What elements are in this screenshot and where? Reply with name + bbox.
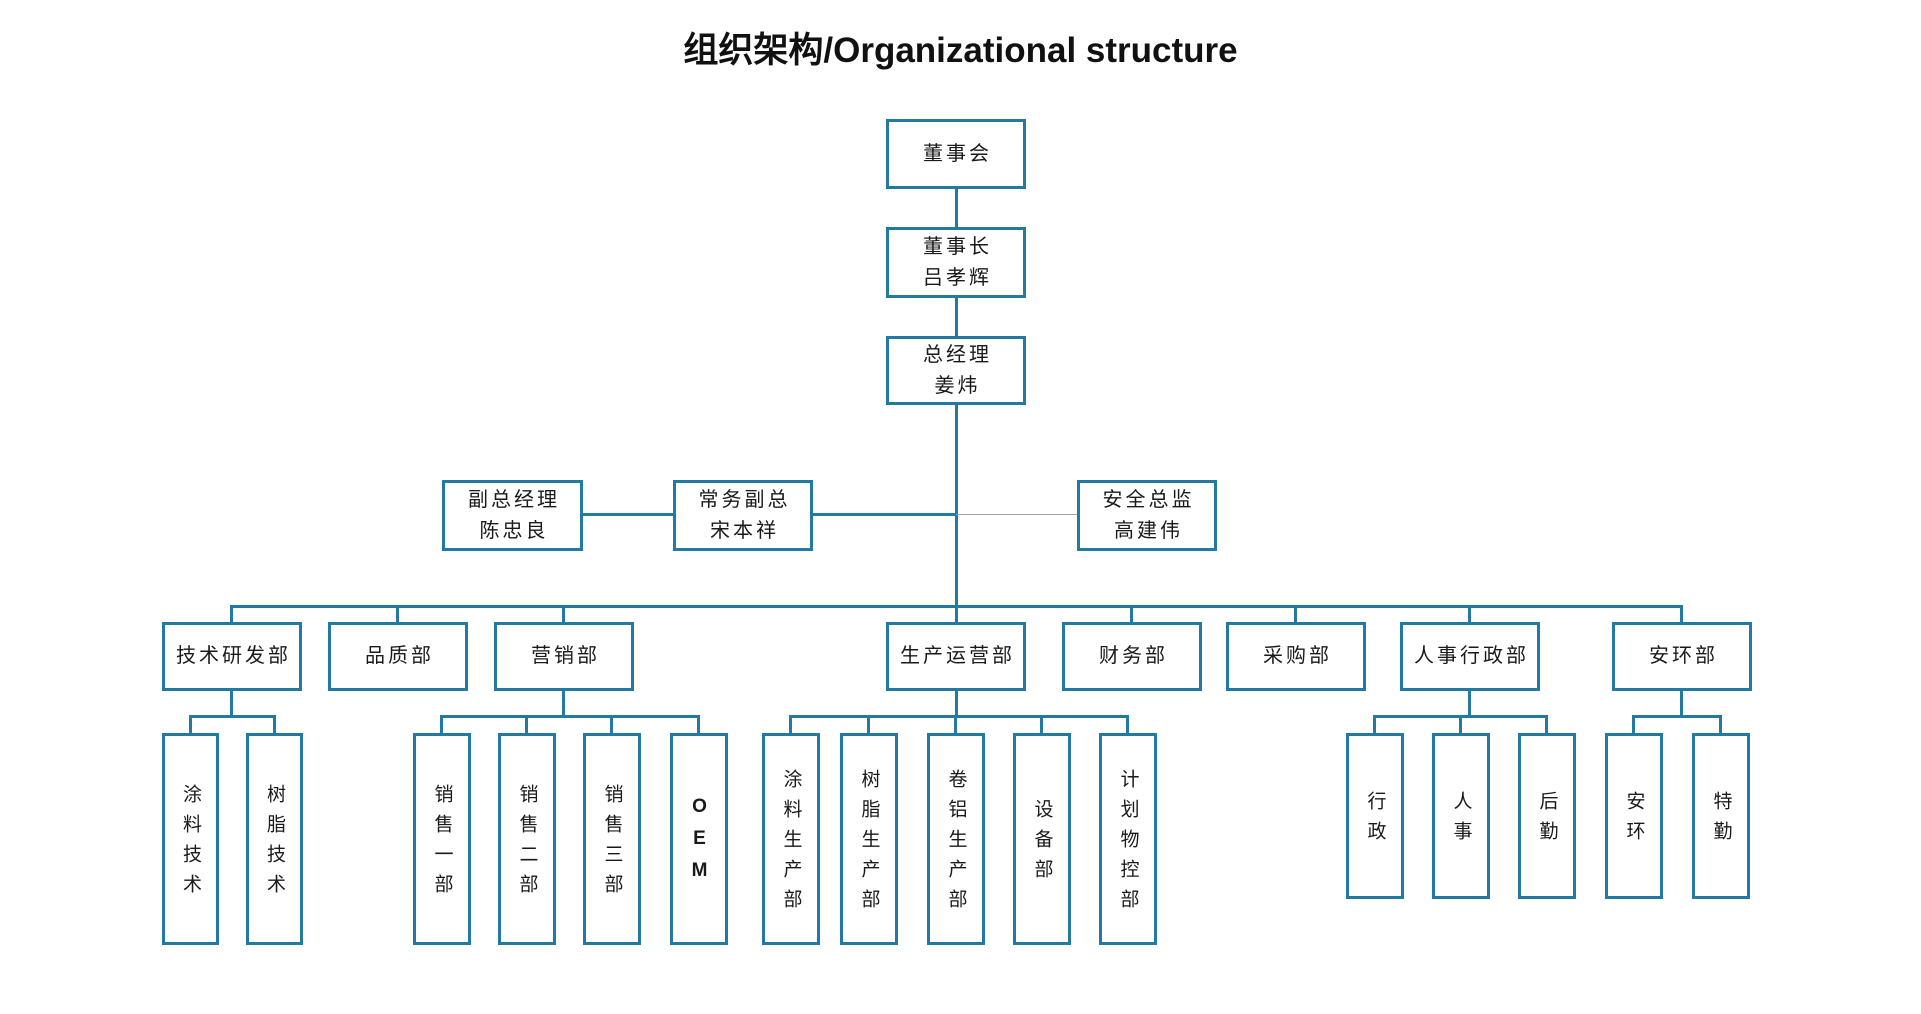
person-name: 陈忠良 (479, 519, 549, 542)
connector-line (1126, 718, 1129, 733)
role-label: 安全总监 (1102, 488, 1195, 511)
connector-line (867, 718, 870, 733)
connector-line (697, 718, 700, 733)
connector-line (440, 718, 443, 733)
org-node-administration: 行政 (1346, 733, 1404, 899)
connector-line (789, 715, 1129, 718)
org-node-vice-general-manager: 副总经理 陈忠良 (442, 480, 583, 551)
connector-line (955, 298, 958, 336)
connector-line (1632, 718, 1635, 733)
connector-line (273, 718, 276, 733)
org-node-coating-production: 涂料生产部 (762, 733, 820, 945)
org-node-coating-tech: 涂料技术 (162, 733, 219, 945)
org-node-hr: 人事 (1432, 733, 1490, 899)
connector-line (813, 513, 956, 516)
org-node-oem: OEM (670, 733, 728, 945)
org-node-dept-quality: 品质部 (328, 622, 468, 691)
org-node-safety-env: 安环 (1605, 733, 1663, 899)
org-node-general-manager: 总经理 姜炜 (886, 336, 1026, 405)
org-node-dept-rnd: 技术研发部 (162, 622, 302, 691)
org-node-board: 董事会 (886, 119, 1026, 189)
connector-line (525, 718, 528, 733)
connector-line (1459, 718, 1462, 733)
connector-line (1468, 691, 1471, 718)
person-name: 高建伟 (1114, 519, 1183, 542)
connector-line (440, 715, 700, 718)
role-label: 常务副总 (698, 488, 791, 511)
role-label: 副总经理 (468, 488, 560, 511)
connector-line (1294, 607, 1297, 622)
person-name: 吕孝辉 (923, 266, 992, 289)
connector-line (1719, 718, 1722, 733)
connector-line (1373, 715, 1548, 718)
connector-thin-line (956, 514, 1077, 515)
org-node-dept-marketing: 营销部 (494, 622, 634, 691)
org-node-executive-vice-president: 常务副总 宋本祥 (673, 480, 813, 551)
connector-line (230, 607, 233, 622)
connector-line (230, 605, 1683, 608)
org-node-dept-procurement: 采购部 (1226, 622, 1366, 691)
page-title: 组织架构/Organizational structure (683, 31, 1238, 70)
connector-line (396, 607, 399, 622)
connector-line (789, 718, 792, 733)
person-name: 姜炜 (934, 374, 981, 397)
connector-line (954, 718, 957, 733)
org-node-resin-production: 树脂生产部 (840, 733, 898, 945)
org-node-sales-2: 销售二部 (498, 733, 556, 945)
org-node-sales-3: 销售三部 (583, 733, 641, 945)
connector-line (189, 715, 276, 718)
org-node-logistics: 后勤 (1518, 733, 1576, 899)
person-name: 宋本祥 (710, 519, 779, 542)
org-node-equipment: 设备部 (1013, 733, 1071, 945)
connector-line (1373, 718, 1376, 733)
connector-line (1680, 691, 1683, 718)
org-node-dept-safety-env: 安环部 (1612, 622, 1752, 691)
connector-line (955, 691, 958, 718)
org-node-special-duty: 特勤 (1692, 733, 1750, 899)
org-node-planning-material-control: 计划物控部 (1099, 733, 1157, 945)
org-node-dept-hr-admin: 人事行政部 (1400, 622, 1540, 691)
role-label: 董事长 (923, 235, 992, 258)
role-label: 总经理 (923, 343, 992, 366)
org-node-dept-finance: 财务部 (1062, 622, 1202, 691)
connector-line (1545, 718, 1548, 733)
connector-line (1632, 715, 1722, 718)
org-node-dept-production-ops: 生产运营部 (886, 622, 1026, 691)
connector-line (955, 607, 958, 622)
connector-line (562, 691, 565, 718)
connector-line (955, 405, 958, 608)
org-node-safety-director: 安全总监 高建伟 (1077, 480, 1217, 551)
connector-line (1040, 718, 1043, 733)
connector-line (189, 718, 192, 733)
connector-line (1130, 607, 1133, 622)
connector-line (955, 189, 958, 227)
org-node-coil-aluminum-production: 卷铝生产部 (927, 733, 985, 945)
connector-line (562, 607, 565, 622)
org-node-chairman: 董事长 吕孝辉 (886, 227, 1026, 298)
org-node-sales-1: 销售一部 (413, 733, 471, 945)
org-node-resin-tech: 树脂技术 (246, 733, 303, 945)
connector-line (1468, 607, 1471, 622)
connector-line (1680, 607, 1683, 622)
connector-line (230, 691, 233, 718)
connector-line (583, 513, 673, 516)
connector-line (610, 718, 613, 733)
